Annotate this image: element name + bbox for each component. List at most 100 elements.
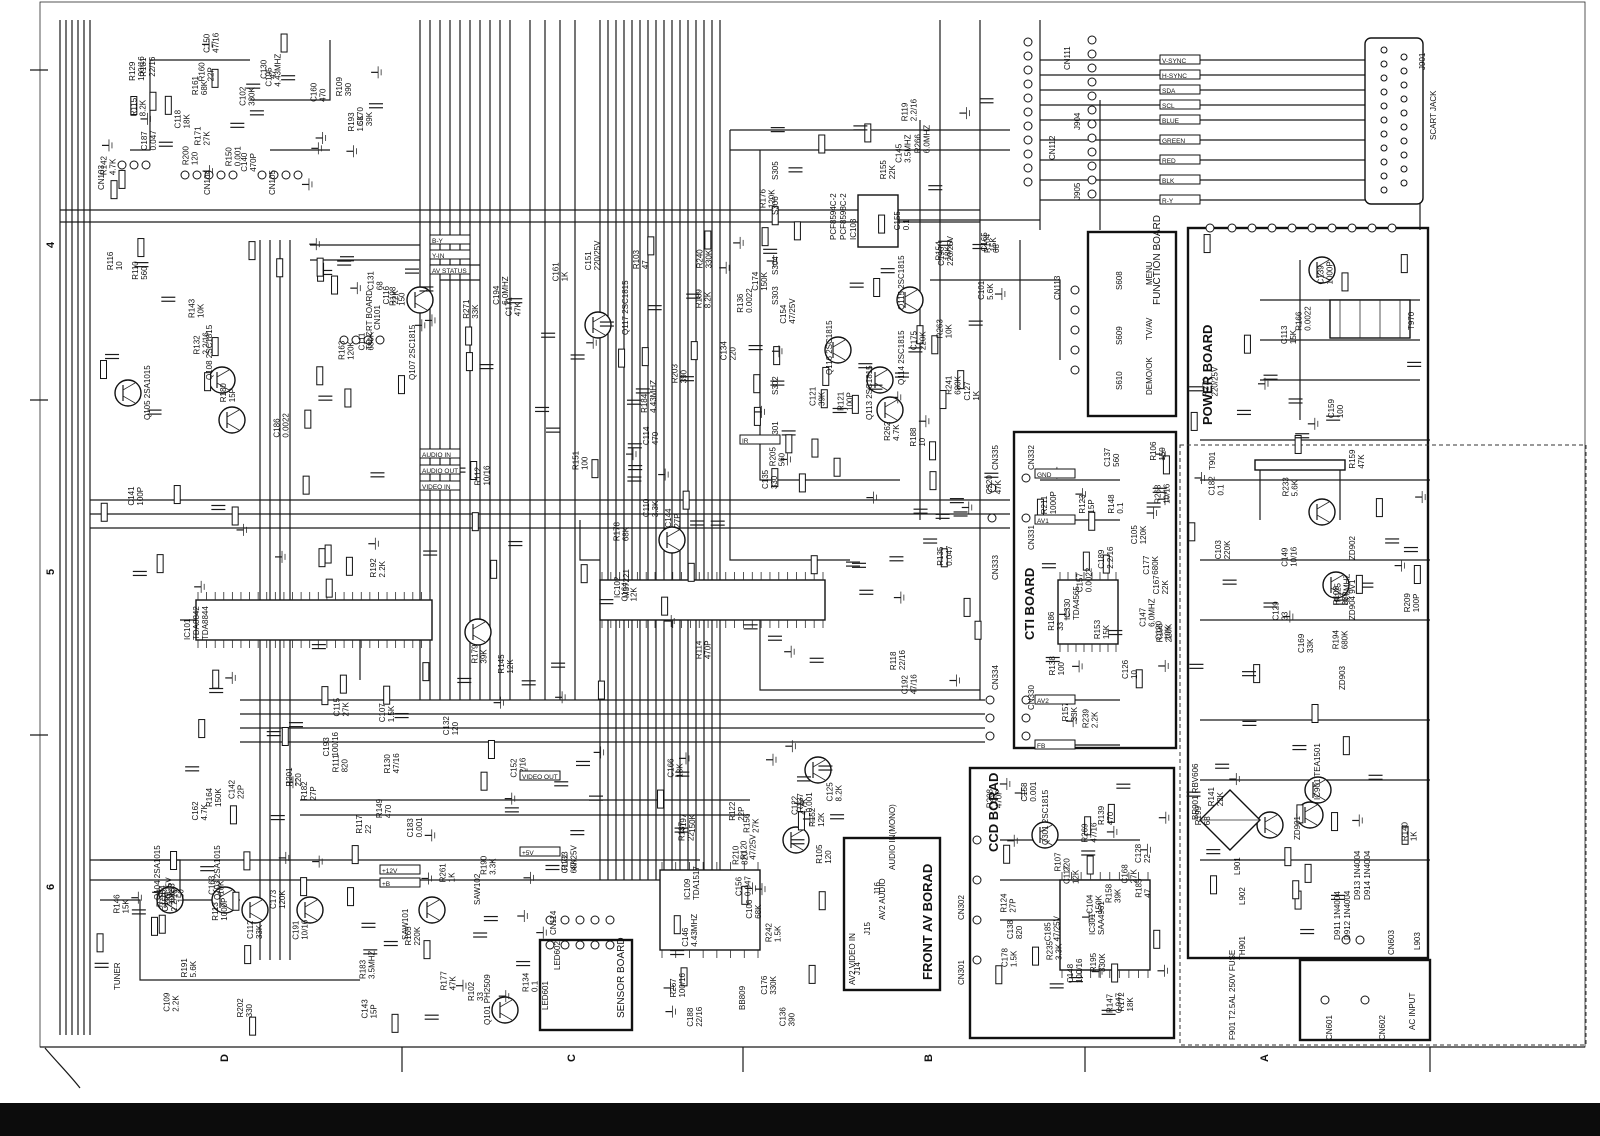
cn112-label: CN112	[1048, 135, 1057, 160]
sensor-board-title: SENSOR BOARD	[616, 937, 627, 1018]
signal-net-label: AV STATUS	[429, 264, 471, 275]
resistor-symbol	[1413, 565, 1421, 585]
component-value: 68	[1203, 816, 1212, 825]
ground-symbol	[793, 797, 805, 810]
component-ref: C189	[1097, 549, 1106, 569]
resistor-symbol	[810, 555, 818, 575]
cn114-label: CN114	[549, 910, 558, 935]
connector-pin	[1023, 93, 1033, 103]
signal-net-label: GREEN	[1159, 134, 1201, 145]
connector-pin	[590, 915, 600, 925]
ground-symbol	[225, 671, 236, 684]
component-ref: C195	[264, 67, 273, 87]
resistor-symbol	[864, 123, 872, 143]
resistor-symbol	[833, 457, 841, 477]
component-ref: R187	[678, 821, 687, 841]
component-ref: C126	[1121, 659, 1130, 679]
capacitor-symbol	[788, 167, 803, 173]
component-ref: R103	[632, 249, 641, 269]
signal-net-label: AV2	[1034, 694, 1076, 705]
component-ref: C118	[173, 109, 182, 128]
ground-symbol	[1257, 377, 1269, 390]
capacitor-symbol	[281, 75, 296, 81]
resistor-symbol	[1296, 804, 1304, 824]
component-value: 4.7K	[800, 798, 809, 815]
ac-input-label: AC INPUT	[1408, 993, 1417, 1030]
ground-symbol	[802, 812, 814, 825]
capacitor-symbol	[516, 960, 531, 967]
component-ref: C151	[584, 251, 593, 271]
left-trunk-wires	[59, 20, 91, 1035]
saw102-label: SAW102	[473, 873, 482, 905]
component-value: 100	[1336, 404, 1345, 418]
component-ref: R177	[440, 971, 449, 991]
capacitor-symbol	[270, 814, 285, 821]
component-ref: R182	[300, 781, 309, 801]
ground-symbol	[1194, 471, 1205, 484]
resistor-symbol	[773, 346, 781, 366]
component-ref: R155	[879, 160, 888, 180]
resistor-symbol	[771, 206, 779, 226]
component-value: 470	[384, 804, 393, 818]
d914-label: D914 1N4004	[1363, 850, 1372, 900]
transistor-symbols	[114, 256, 1350, 1024]
ground-symbol	[202, 38, 213, 51]
grid-row-6: 6	[45, 884, 57, 890]
component-ref: R191	[180, 958, 189, 978]
resistor-symbol	[974, 620, 982, 640]
connector-pin	[972, 835, 982, 845]
component-value: 47	[1143, 888, 1152, 897]
component-ref: C169	[1297, 633, 1306, 653]
component-value: 0.0022	[1304, 306, 1313, 331]
transformer-t901	[1254, 459, 1346, 520]
d912-label: D912 1N4004	[1343, 890, 1352, 940]
svg-text:+B: +B	[382, 881, 390, 888]
component-value: 15P	[369, 1004, 378, 1018]
component-value: 680K	[1151, 555, 1160, 574]
component-value: 27P	[1009, 898, 1018, 912]
signal-net-label: FB	[1034, 739, 1076, 750]
connector-pin	[1087, 35, 1097, 45]
component-ref: R110	[131, 261, 140, 280]
component-value: 150	[398, 292, 407, 306]
component-ref: R184	[640, 393, 649, 413]
connector-pin	[1227, 223, 1237, 233]
ground-symbol	[780, 453, 791, 466]
capacitor-symbol	[790, 839, 805, 845]
component-ref: R166	[1295, 311, 1304, 331]
capacitor-symbol	[570, 830, 585, 836]
transformer-t970	[1329, 299, 1411, 339]
capacitor-symbol	[1407, 361, 1422, 367]
component-value: 220	[294, 773, 303, 787]
transistor-symbol	[156, 886, 184, 914]
signal-net-label: +5V	[519, 846, 561, 857]
component-ref: C120	[1155, 620, 1164, 640]
q113-label: Q113 2SC1815	[865, 365, 874, 420]
scart-pin	[1400, 123, 1408, 131]
component-value: 18K	[943, 246, 952, 261]
component-ref: C156	[734, 876, 743, 896]
component-value: 27K	[751, 818, 760, 833]
component-ref: R135	[936, 546, 945, 566]
ic101-body	[195, 599, 433, 641]
capacitor-symbol	[211, 504, 226, 511]
component-ref: R270	[1201, 377, 1210, 397]
component-value: 1K	[448, 872, 457, 882]
capacitor-symbol	[972, 243, 987, 250]
resistor-symbol	[704, 230, 712, 250]
svg-text:FB: FB	[1037, 743, 1045, 750]
component-value: 2.2/16	[170, 889, 179, 912]
scart-pin	[1380, 60, 1388, 68]
ground-symbol	[414, 319, 426, 332]
component-ref: C172	[561, 854, 570, 874]
ground-symbol	[236, 523, 247, 536]
component-value: 39K	[818, 391, 827, 406]
ground-symbol	[1352, 814, 1363, 827]
component-value: 100/16	[1075, 958, 1084, 983]
scart-pin	[1400, 53, 1408, 61]
capacitor-symbol	[1206, 849, 1221, 855]
component-value: 1000P	[1049, 491, 1058, 514]
capacitor-symbol	[1041, 563, 1056, 569]
capacitor-symbol	[1330, 894, 1345, 900]
connector-pin	[1267, 223, 1277, 233]
